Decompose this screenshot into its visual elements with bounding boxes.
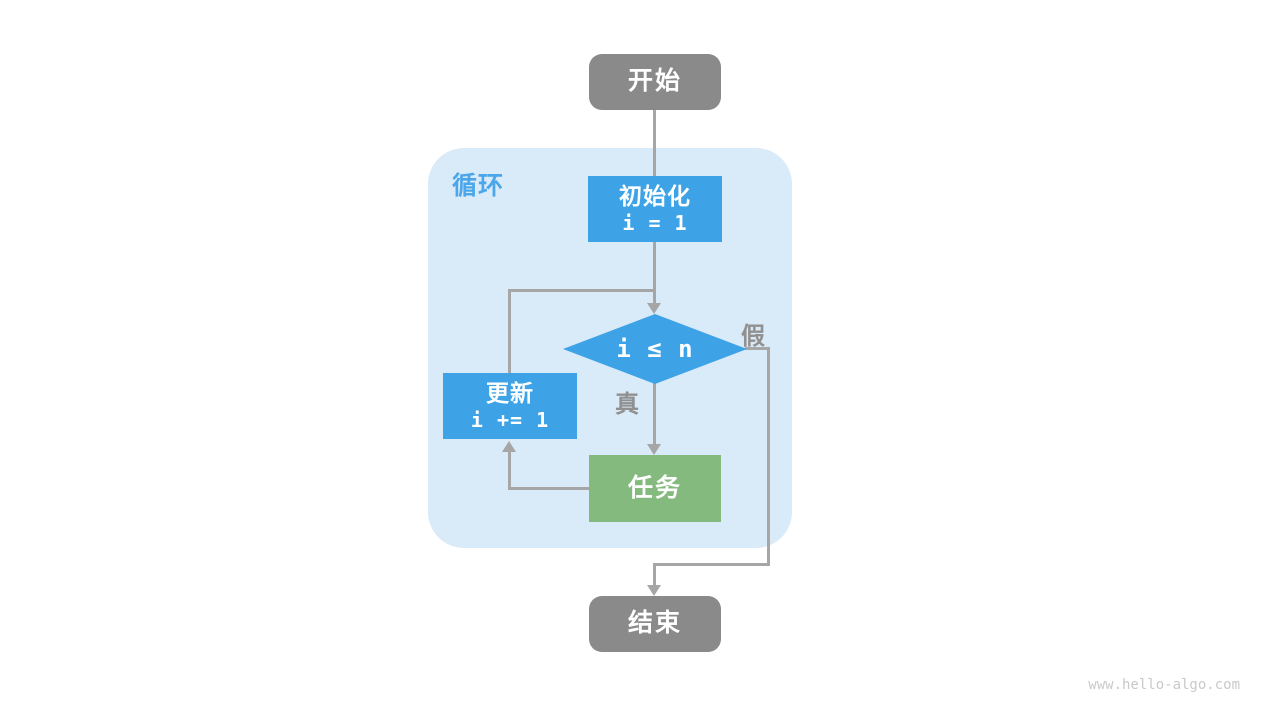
edge-condition-to-task xyxy=(653,381,656,445)
node-update-code: i += 1 xyxy=(470,407,550,432)
node-end: 结束 xyxy=(589,596,721,652)
edge-false-horizontal xyxy=(653,563,770,566)
node-update: 更新 i += 1 xyxy=(443,373,577,439)
node-task: 任务 xyxy=(589,455,721,522)
edge-false-from-diamond xyxy=(745,347,770,350)
arrowhead-into-task xyxy=(647,444,661,455)
node-end-label: 结束 xyxy=(627,609,682,638)
arrowhead-into-condition xyxy=(647,303,661,314)
arrowhead-into-end xyxy=(647,585,661,596)
edge-false-vertical xyxy=(767,347,770,566)
edge-task-to-update-horizontal xyxy=(508,487,591,490)
edge-init-to-condition xyxy=(653,241,656,304)
edge-update-to-merge-vertical xyxy=(508,289,511,375)
edge-false-to-end xyxy=(653,563,656,587)
edge-label-true: 真 xyxy=(615,391,639,418)
node-init: 初始化 i = 1 xyxy=(588,176,722,242)
edge-update-to-merge-horizontal xyxy=(508,289,656,292)
node-start: 开始 xyxy=(589,54,721,110)
edge-label-false: 假 xyxy=(741,323,765,350)
edge-task-to-update-vertical xyxy=(508,452,511,490)
node-init-code: i = 1 xyxy=(622,210,688,235)
arrowhead-into-update xyxy=(502,441,516,452)
node-condition-code: i ≤ n xyxy=(616,335,694,363)
node-start-label: 开始 xyxy=(627,67,682,96)
edge-start-to-init xyxy=(653,108,656,178)
node-task-label: 任务 xyxy=(627,473,682,502)
loop-label: 循环 xyxy=(452,172,505,200)
watermark: www.hello-algo.com xyxy=(1088,677,1240,693)
node-update-label: 更新 xyxy=(486,380,534,407)
node-init-label: 初始化 xyxy=(619,183,691,210)
